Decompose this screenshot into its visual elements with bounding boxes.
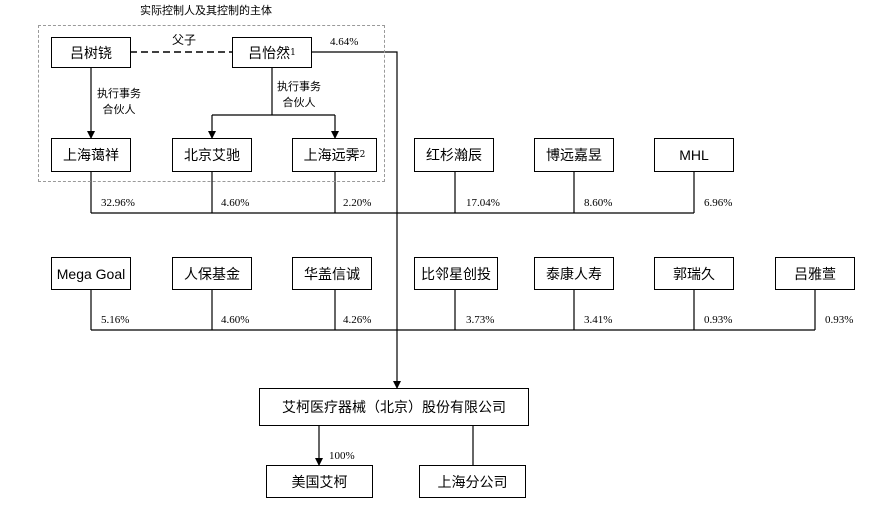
subsidiary-aike-usa: 美国艾柯 — [266, 465, 373, 498]
pct-mega-goal: 5.16% — [101, 314, 130, 326]
company-aike-medical: 艾柯医疗器械（北京）股份有限公司 — [259, 388, 529, 426]
controller-lv-shuyao: 吕树铙 — [51, 37, 131, 68]
holder-mhl: MHL — [654, 138, 734, 172]
holder-renbao-fund: 人保基金 — [172, 257, 252, 290]
holder-beijing-aichi: 北京艾驰 — [172, 138, 252, 172]
gp-role-right: 执行事务合伙人 — [277, 80, 321, 109]
father-son-label: 父子 — [172, 33, 197, 47]
holder-guo-ruijiu: 郭瑞久 — [654, 257, 734, 290]
pct-huagai-xincheng: 4.26% — [343, 314, 372, 326]
holder-huagai-xincheng: 华盖信诚 — [292, 257, 372, 290]
pct-beijing-aichi: 4.60% — [221, 197, 250, 209]
pct-shanghai-yuanji: 2.20% — [343, 197, 372, 209]
direct-holding-line — [312, 51, 401, 389]
pct-bilinxing-vc: 3.73% — [466, 314, 495, 326]
holder-bilinxing-vc: 比邻星创投 — [414, 257, 498, 290]
branch-shanghai: 上海分公司 — [419, 465, 526, 498]
holder-mega-goal: Mega Goal — [51, 257, 131, 290]
gp-role-left: 执行事务合伙人 — [97, 87, 141, 116]
holder-shanghai-aixiang: 上海蔼祥 — [51, 138, 131, 172]
pct-renbao-fund: 4.60% — [221, 314, 250, 326]
pct-guo-ruijiu: 0.93% — [704, 314, 733, 326]
group-title: 实际控制人及其控制的主体 — [140, 4, 272, 17]
pct-mhl: 6.96% — [704, 197, 733, 209]
lv-yiran-direct-pct: 4.64% — [330, 36, 359, 48]
holder-taikang-life: 泰康人寿 — [534, 257, 614, 290]
pct-taikang-life: 3.41% — [584, 314, 613, 326]
pct-shanghai-aixiang: 32.96% — [101, 197, 135, 209]
pct-lv-yaxuan: 0.93% — [825, 314, 854, 326]
holder-boyuan-jiayu: 博远嘉昱 — [534, 138, 614, 172]
pct-aike-usa: 100% — [329, 450, 355, 462]
pct-boyuan-jiayu: 8.60% — [584, 197, 613, 209]
pct-hongshan-hanchen: 17.04% — [466, 197, 500, 209]
holder-lv-yaxuan: 吕雅萱 — [775, 257, 855, 290]
holder-hongshan-hanchen: 红杉瀚辰 — [414, 138, 494, 172]
controller-group-box — [38, 25, 385, 182]
